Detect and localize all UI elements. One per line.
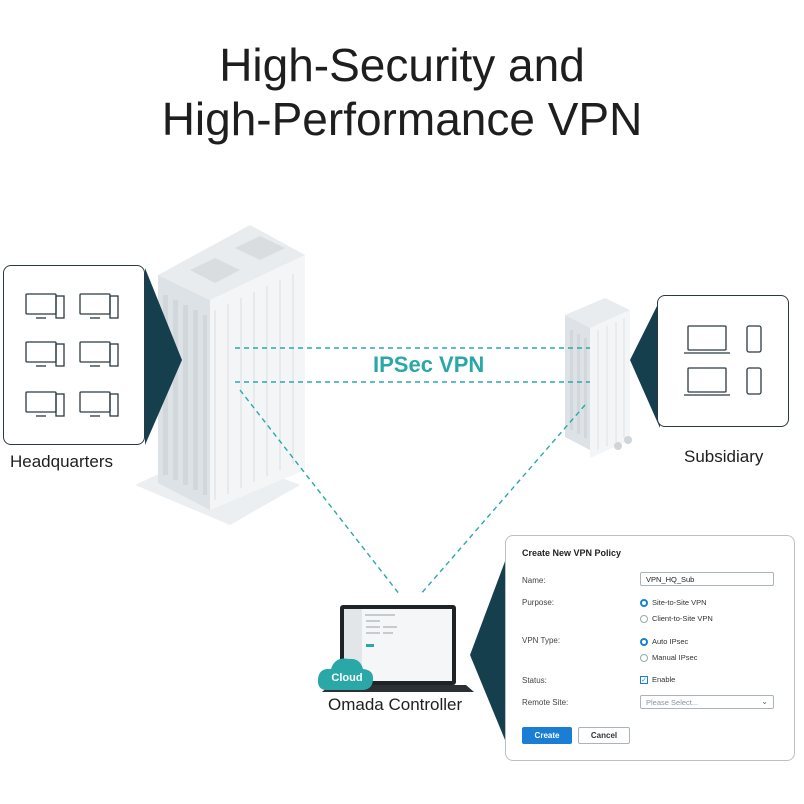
vpn-type-option-auto[interactable]: Auto IPsec (640, 637, 688, 646)
laptop-icon (322, 605, 474, 692)
radio-selected-icon[interactable] (640, 637, 648, 646)
hq-connector-shape (145, 268, 182, 445)
purpose-option-label: Site-to-Site VPN (652, 598, 707, 607)
ipsec-vpn-label: IPSec VPN (367, 352, 491, 378)
cloud-label: Cloud (331, 672, 363, 684)
cloud-icon (317, 658, 374, 690)
purpose-option-label: Client-to-Site VPN (652, 614, 713, 623)
controller-link-lines (239, 389, 586, 596)
laptop-device-icon (684, 367, 730, 396)
vpn-type-label: VPN Type: (522, 636, 561, 645)
desktop-icon (79, 293, 119, 319)
radio-icon[interactable] (640, 653, 648, 662)
desktop-icon (79, 391, 119, 417)
remote-site-label: Remote Site: (522, 698, 569, 707)
laptop-device-icon (684, 325, 730, 354)
sub-connector-shape (630, 300, 660, 428)
desktop-icon (25, 391, 65, 417)
title-line-1: High-Security and (219, 39, 585, 91)
purpose-option-site[interactable]: Site-to-Site VPN (640, 598, 707, 607)
omada-controller-label: Omada Controller (328, 695, 463, 714)
remote-site-select[interactable]: Please Select... ⌄ (640, 695, 774, 709)
name-label: Name: (522, 576, 546, 585)
purpose-option-client[interactable]: Client-to-Site VPN (640, 614, 713, 623)
phone-icon (746, 367, 762, 395)
vpn-type-option-label: Auto IPsec (652, 637, 689, 646)
checkmark-icon[interactable]: ✓ (640, 675, 648, 684)
create-button[interactable]: Create (522, 727, 572, 744)
subsidiary-building-icon (565, 298, 632, 458)
subsidiary-device-panel (657, 295, 789, 427)
subsidiary-label: Subsidiary (684, 447, 764, 466)
status-option-label: Enable (652, 675, 676, 684)
chevron-down-icon: ⌄ (761, 697, 768, 706)
title-line-2: High-Performance VPN (161, 93, 643, 145)
purpose-label: Purpose: (522, 598, 555, 607)
name-input[interactable]: VPN_HQ_Sub (640, 572, 774, 586)
headquarters-device-panel (3, 265, 145, 445)
vpn-type-option-label: Manual IPsec (652, 653, 698, 662)
remote-site-placeholder: Please Select... (646, 698, 699, 707)
headquarters-label: Headquarters (10, 452, 114, 471)
radio-icon[interactable] (640, 614, 648, 623)
status-label: Status: (522, 676, 547, 685)
desktop-icon (25, 341, 65, 367)
desktop-icon (25, 293, 65, 319)
phone-icon (746, 325, 762, 353)
desktop-icon (79, 341, 119, 367)
cancel-button[interactable]: Cancel (578, 727, 630, 744)
vpn-policy-dialog: Create New VPN Policy Name: VPN_HQ_Sub P… (505, 535, 795, 761)
vpn-type-option-manual[interactable]: Manual IPsec (640, 653, 697, 662)
status-enable-checkbox[interactable]: ✓ Enable (640, 675, 675, 684)
dialog-connector-shape (470, 548, 510, 752)
diagram-title: High-Security and High-Performance VPN (0, 38, 804, 146)
dialog-title: Create New VPN Policy (522, 548, 622, 558)
radio-selected-icon[interactable] (640, 598, 648, 607)
